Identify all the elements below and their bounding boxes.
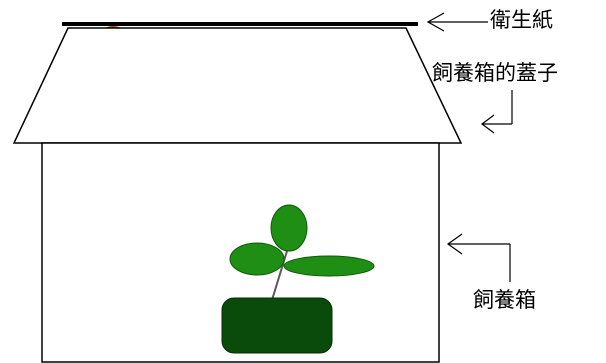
arrow-to-box bbox=[446, 233, 511, 282]
leaf-top bbox=[270, 204, 308, 252]
leaf-left bbox=[229, 242, 285, 276]
plant-pot bbox=[221, 297, 333, 354]
arrow-to-lid bbox=[481, 90, 513, 134]
plant bbox=[221, 204, 375, 354]
arrow-to-tissue-paper bbox=[426, 12, 488, 32]
label-box-lid: 飼養箱的蓋子 bbox=[432, 61, 558, 85]
label-breeding-box: 飼養箱 bbox=[473, 288, 536, 312]
box-lid bbox=[12, 27, 463, 144]
label-tissue-paper: 衛生紙 bbox=[490, 8, 553, 32]
leaf-right bbox=[283, 255, 375, 277]
